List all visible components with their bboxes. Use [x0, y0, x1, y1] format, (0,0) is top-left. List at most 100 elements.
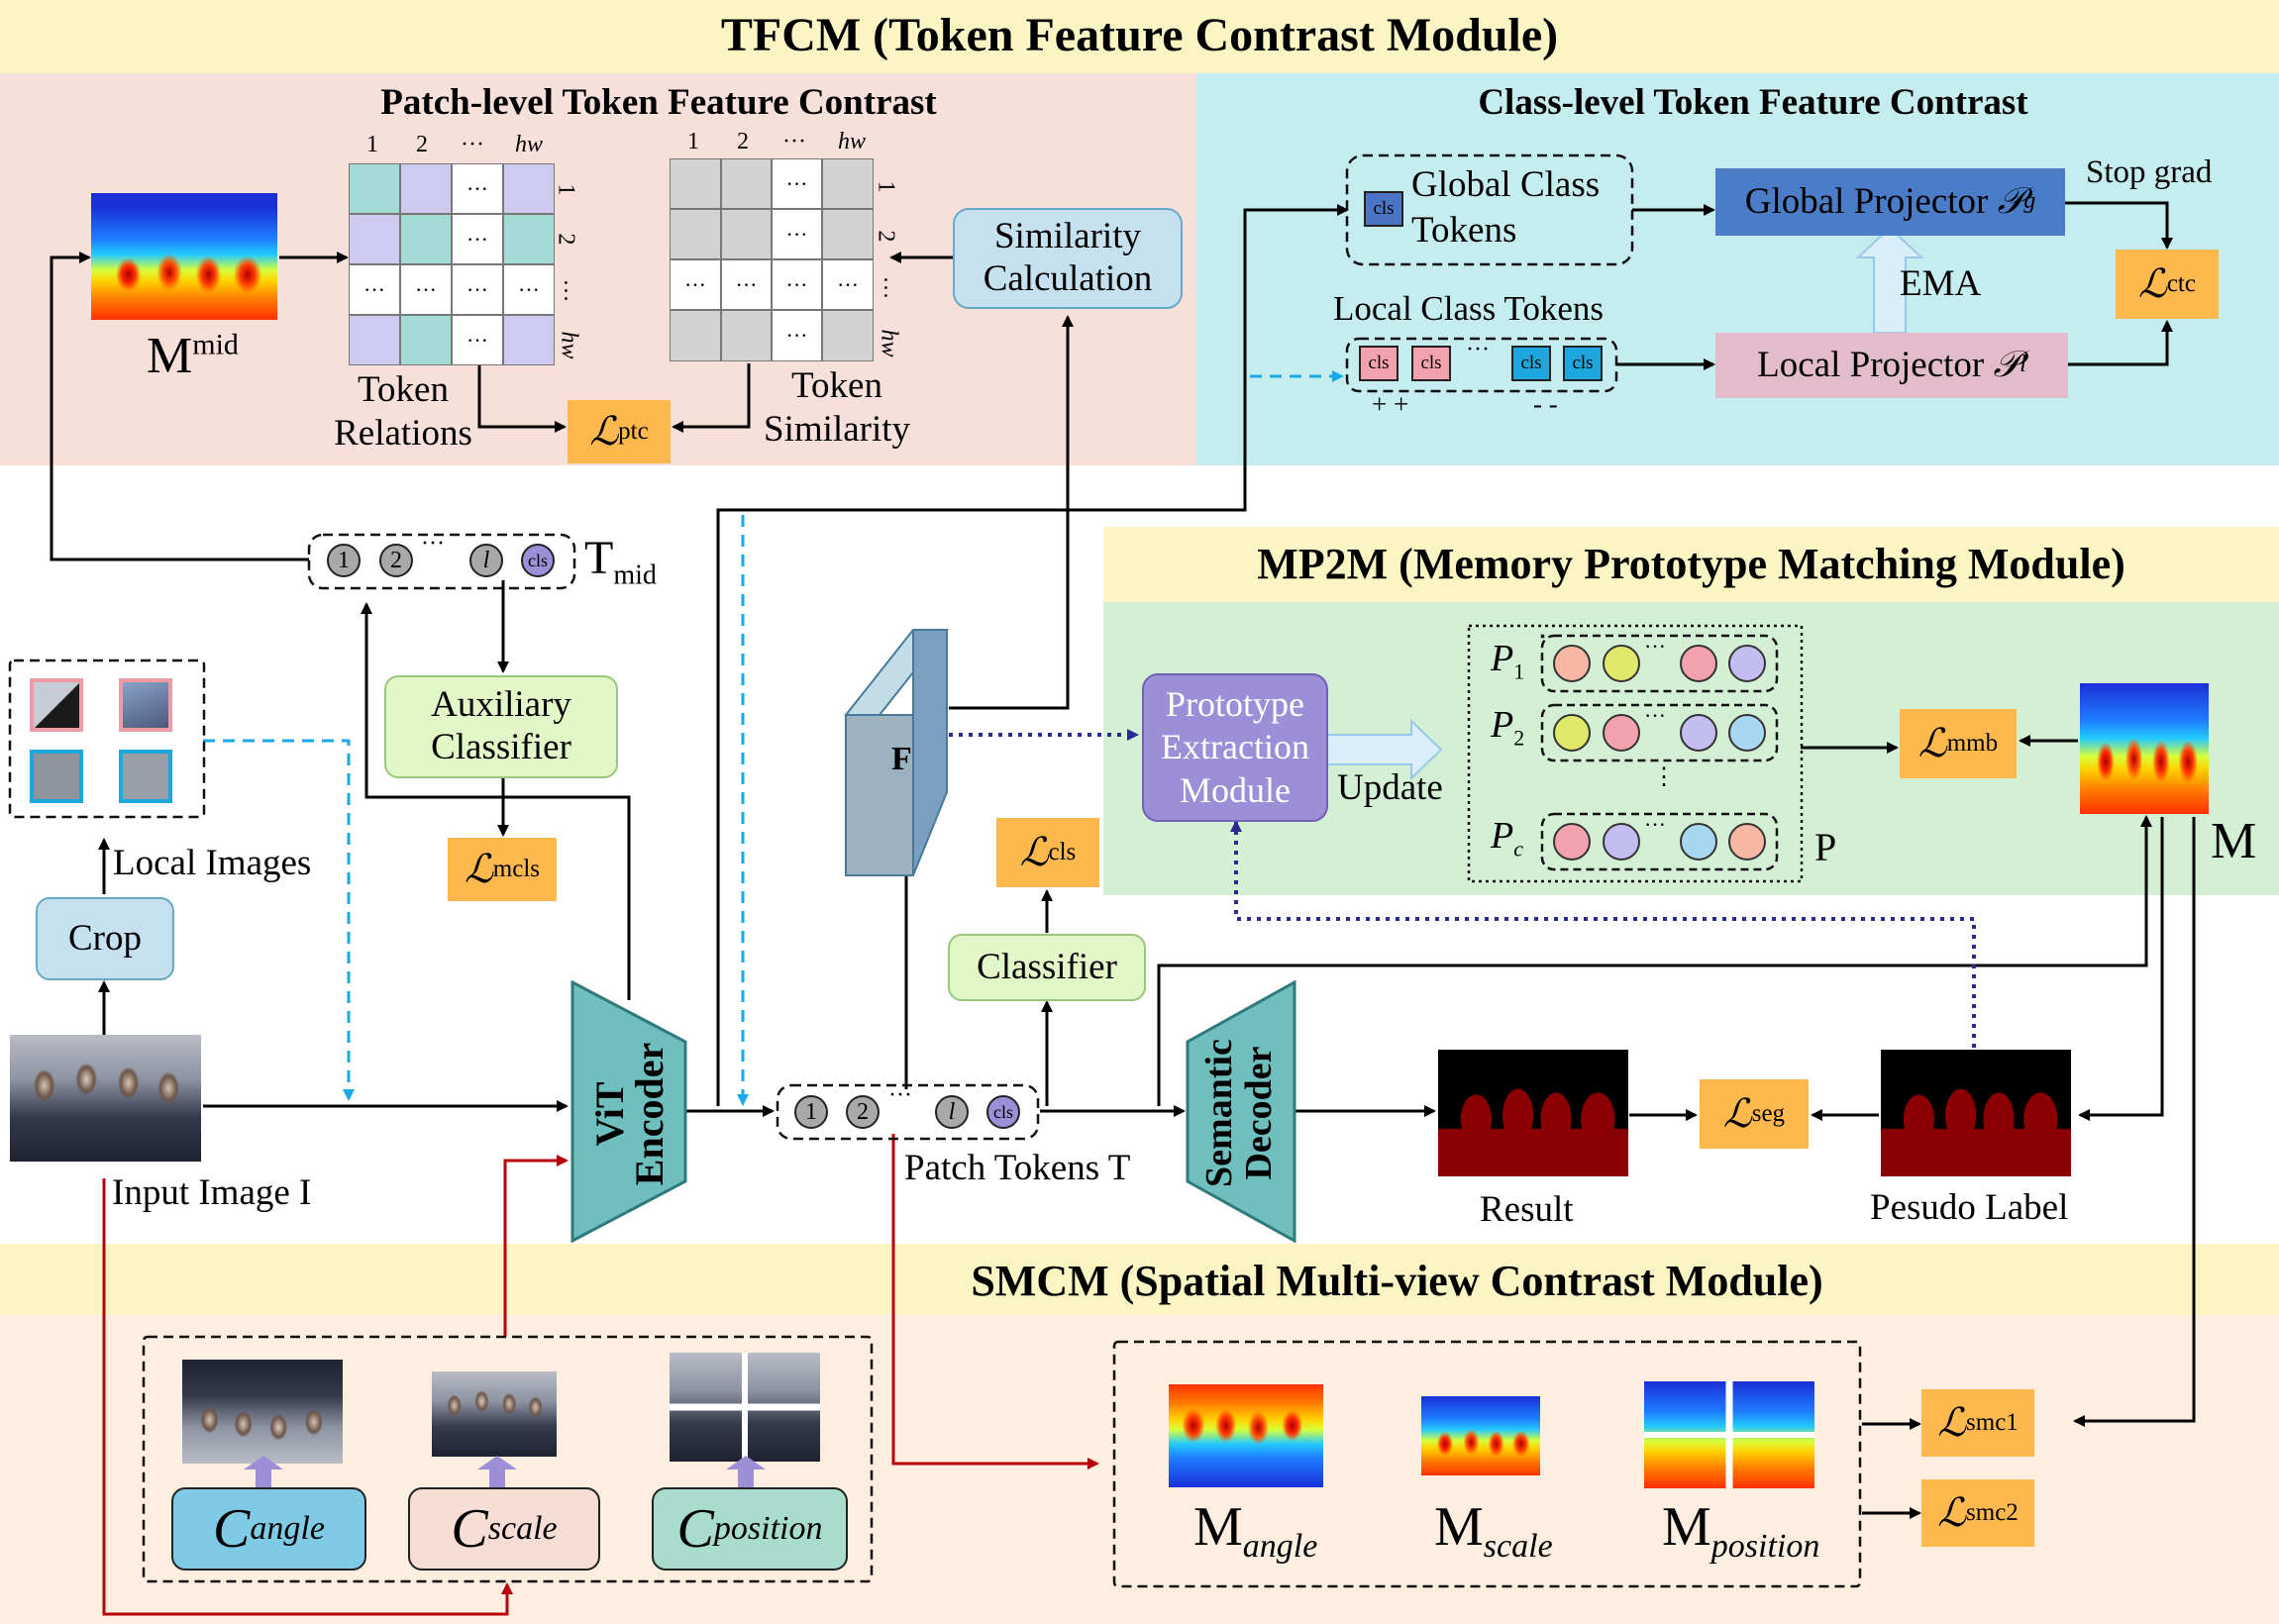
m-mid-heatmap	[91, 193, 277, 320]
minus-signs: - -	[1533, 389, 1558, 419]
semantic-decoder-label: Semantic Decoder	[1198, 1039, 1280, 1187]
m-angle-subscript: angle	[1242, 1528, 1318, 1566]
grid-cell: ···	[721, 259, 772, 310]
prototype-circle	[1553, 645, 1591, 682]
m-position-label: Mposition	[1662, 1495, 1819, 1566]
view-up-arrows	[244, 1456, 766, 1487]
prototype-circle	[1680, 645, 1717, 682]
grid-cell	[400, 163, 452, 214]
t-mid-symbol: T	[584, 532, 614, 584]
smcm-title-band	[0, 1244, 2279, 1315]
mp2m-title: MP2M (Memory Prototype Matching Module)	[1257, 540, 2125, 588]
c-scale-subscript: scale	[487, 1510, 558, 1548]
local-projector-subscript: l	[2020, 352, 2026, 378]
t-mid-token-2: 2	[379, 544, 413, 577]
tfcm-title: TFCM (Token Feature Contrast Module)	[720, 9, 1559, 61]
grid-cell	[721, 209, 772, 259]
local-cls-chip-pos-1: cls	[1359, 346, 1398, 381]
grid-cell: ···	[452, 264, 503, 315]
grid-cell	[721, 310, 772, 361]
grid-cell: ···	[822, 259, 874, 310]
c-scale-symbol: C	[451, 1497, 488, 1560]
class-level-panel	[1196, 73, 2279, 465]
input-image	[10, 1035, 201, 1162]
m-angle-label: Mangle	[1193, 1495, 1317, 1566]
prototype-circle	[1728, 645, 1766, 682]
grid-cell	[349, 315, 400, 365]
c-position-symbol: C	[676, 1497, 714, 1560]
grid-cell: ···	[772, 310, 822, 361]
loss-cls-subscript: cls	[1048, 839, 1077, 865]
local-cls-chip-neg-2: cls	[1563, 346, 1603, 381]
m-angle-symbol: M	[1193, 1496, 1243, 1558]
classifier-box: Classifier	[948, 934, 1146, 1001]
prototype-circle	[1728, 714, 1766, 752]
prototype-circle	[1603, 645, 1640, 682]
tfcm-title-band	[0, 0, 2279, 73]
loss-smc1-symbol: ℒ	[1937, 1400, 1967, 1446]
prototype-extraction-box: Prototype Extraction Module	[1142, 673, 1328, 822]
grid2-col-2: 2	[737, 129, 749, 154]
local-image-4	[119, 750, 172, 803]
m-position-heatmap	[1644, 1381, 1814, 1488]
prototype-circle	[1553, 714, 1591, 752]
plus-signs: + +	[1372, 389, 1409, 419]
grid1-col-1: 1	[366, 132, 378, 157]
c-angle-subscript: angle	[250, 1510, 325, 1548]
grid-cell	[822, 310, 874, 361]
loss-smc2-symbol: ℒ	[1937, 1490, 1967, 1536]
t-mid-subscript: mid	[613, 559, 657, 591]
mp2m-title-band	[1103, 527, 2279, 602]
m-scale-heatmap	[1421, 1396, 1540, 1475]
grid-cell	[349, 163, 400, 214]
patch-token-ellipsis: ···	[888, 1082, 912, 1108]
c-angle-symbol: C	[213, 1497, 251, 1560]
feature-block	[843, 629, 950, 876]
p2-label: P2	[1491, 703, 1524, 752]
grid-cell: ···	[452, 214, 503, 264]
grid-cell: ···	[452, 315, 503, 365]
crop-box: Crop	[36, 897, 174, 980]
local-projector-label: Local Projector	[1757, 344, 1985, 385]
patch-token-l: l	[935, 1095, 969, 1129]
prototype-circle	[1680, 823, 1717, 861]
proto-ellipsis: ···	[1644, 812, 1666, 837]
feature-label: F	[891, 741, 912, 777]
loss-mmb-subscript: mmb	[1946, 730, 1999, 757]
m-label: M	[2211, 813, 2257, 869]
semantic-decoder-shape	[1186, 980, 1296, 1243]
prototype-circle	[1680, 714, 1717, 752]
m-mid-superscript: mid	[192, 328, 239, 361]
vdots: ⋮	[1652, 764, 1676, 790]
local-cls-ellipsis: ···	[1466, 337, 1490, 362]
m-scale-symbol: M	[1434, 1496, 1484, 1558]
global-projector-symbol: 𝒫	[1997, 180, 2024, 222]
proto-ellipsis: ···	[1644, 634, 1666, 659]
grid-cell: ···	[772, 158, 822, 209]
local-projector-symbol: 𝒫	[1993, 344, 2020, 385]
local-cls-chip-pos-2: cls	[1411, 346, 1451, 381]
prototype-circle	[1728, 823, 1766, 861]
vit-encoder-shape	[570, 980, 687, 1243]
grid-cell	[822, 209, 874, 259]
grid1-col-2: 2	[416, 132, 428, 157]
local-image-2	[119, 678, 172, 732]
token-relations-grid: ··· ··· ··· ··· ··· ··· ···	[349, 163, 555, 365]
pc-subscript: c	[1513, 836, 1523, 862]
grid-cell	[503, 163, 555, 214]
grid-cell: ···	[670, 259, 721, 310]
loss-seg-subscript: seg	[1751, 1100, 1786, 1127]
grid-cell	[670, 310, 721, 361]
m-scale-subscript: scale	[1483, 1528, 1553, 1566]
pseudo-label-label: Pesudo Label	[1870, 1187, 2069, 1228]
grid-cell: ···	[772, 209, 822, 259]
